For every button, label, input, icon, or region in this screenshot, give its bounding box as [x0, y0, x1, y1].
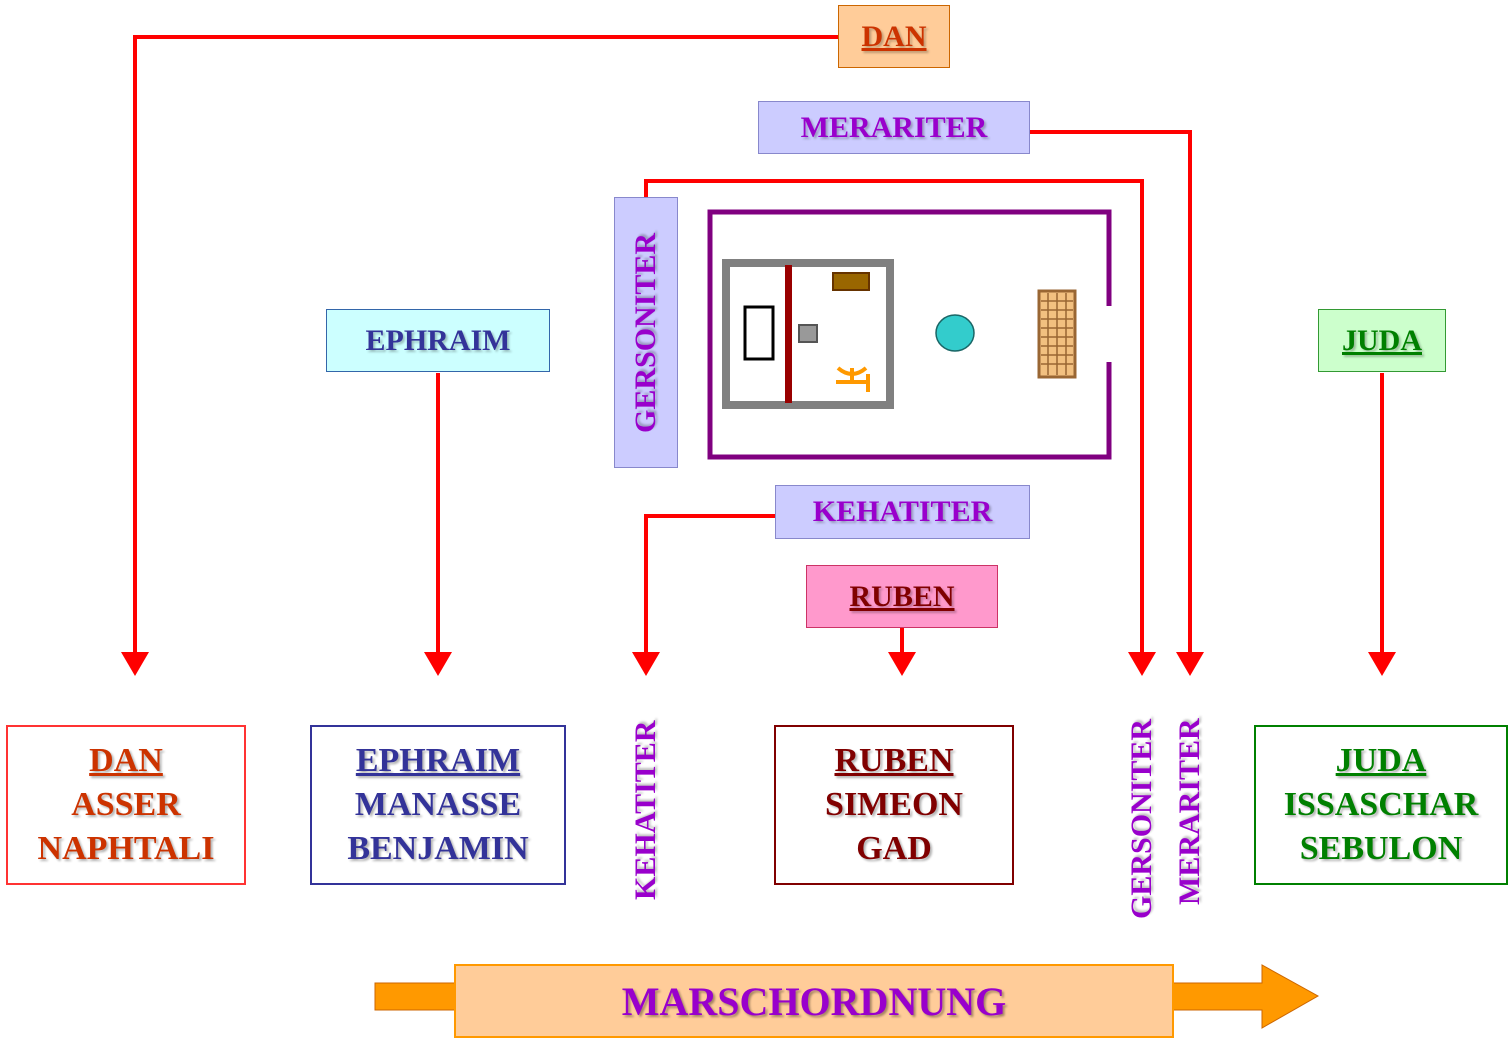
- group-ephraim-tribe: BENJAMIN: [347, 830, 529, 867]
- altar-grate-icon: [1037, 289, 1077, 379]
- group-dan: DAN ASSER NAPHTALI: [6, 725, 246, 885]
- table-icon: [832, 272, 870, 291]
- levite-merariter: MERARITER: [1173, 718, 1206, 906]
- arrowheads: [121, 652, 1396, 676]
- group-juda-leader: JUDA: [1335, 742, 1427, 779]
- group-juda: JUDA ISSASCHAR SEBULON: [1254, 725, 1508, 885]
- label-gersoniter-top: GERSONITER: [614, 197, 678, 468]
- levite-kehatiter: KEHATITER: [629, 720, 662, 901]
- lampstand-icon: [836, 366, 870, 392]
- arrowhead-juda: [1368, 652, 1396, 676]
- levite-gersoniter: GERSONITER: [1125, 718, 1158, 920]
- group-juda-tribe: ISSASCHAR: [1283, 786, 1479, 823]
- group-ephraim: EPHRAIM MANASSE BENJAMIN: [310, 725, 566, 885]
- tabernacle-courtyard: [707, 209, 1112, 460]
- group-ruben-tribe: SIMEON: [825, 786, 963, 823]
- group-ruben: RUBEN SIMEON GAD: [774, 725, 1014, 885]
- merariter-connector: [1030, 130, 1192, 656]
- arrowhead-ephraim: [424, 652, 452, 676]
- incense-altar-icon: [798, 324, 818, 343]
- veil: [785, 265, 792, 403]
- dan-connector: [133, 35, 838, 656]
- ark-icon: [743, 305, 775, 361]
- arrowhead-gersoniter: [1128, 652, 1156, 676]
- arrowhead-kehatiter: [632, 652, 660, 676]
- label-juda-top: JUDA: [1318, 309, 1446, 372]
- group-ephraim-tribe: MANASSE: [354, 786, 522, 823]
- label-ephraim-top: EPHRAIM: [326, 309, 550, 372]
- group-dan-tribe: ASSER: [71, 786, 181, 823]
- group-ephraim-leader: EPHRAIM: [355, 742, 521, 779]
- group-dan-tribe: NAPHTALI: [37, 830, 215, 867]
- courtyard-wall: [707, 209, 1112, 460]
- label-ruben-top: RUBEN: [806, 565, 998, 628]
- group-dan-leader: DAN: [89, 742, 163, 779]
- arrowhead-merariter: [1176, 652, 1204, 676]
- march-order-label: MARSCHORDNUNG: [454, 964, 1174, 1038]
- kehatiter-connector: [644, 514, 775, 656]
- gersoniter-connector: [644, 179, 1144, 656]
- label-dan-top: DAN: [838, 5, 950, 68]
- laver-icon: [935, 314, 975, 352]
- arrowhead-ruben: [888, 652, 916, 676]
- group-ruben-leader: RUBEN: [834, 742, 954, 779]
- arrowhead-dan: [121, 652, 149, 676]
- tent-wall: [722, 259, 894, 409]
- group-ruben-tribe: GAD: [856, 830, 932, 867]
- connector-lines: [133, 35, 1384, 656]
- group-juda-tribe: SEBULON: [1299, 830, 1463, 867]
- label-merariter-top: MERARITER: [758, 101, 1030, 154]
- label-kehatiter-top: KEHATITER: [775, 485, 1030, 539]
